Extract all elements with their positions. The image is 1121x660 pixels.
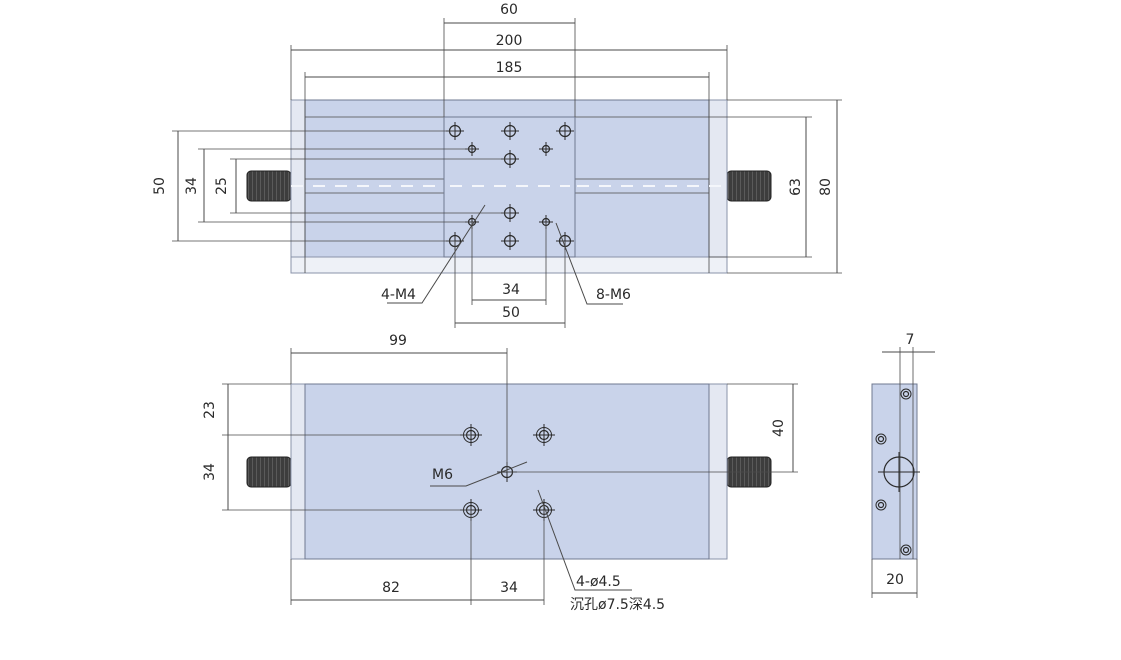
- dim-82: 82: [382, 580, 400, 596]
- m6-hole: [556, 122, 574, 140]
- m4-hole: [539, 142, 553, 156]
- dim-34-bottom: 34: [500, 580, 518, 596]
- dim-40-vertical: 40: [771, 419, 787, 437]
- bottom-view: 99 23 34 40 82 34 M6 4-ø4.5 沉孔ø7.5深4.5: [202, 333, 798, 613]
- callout-counterbore-count: 4-ø4.5: [576, 574, 621, 590]
- side-hole: [875, 499, 887, 511]
- dim-60: 60: [500, 2, 518, 18]
- dim-63-vertical: 63: [788, 178, 804, 196]
- left-knob: [246, 170, 292, 202]
- left-knob-bottom: [246, 456, 292, 488]
- dim-185: 185: [496, 60, 523, 76]
- top-base-lip: [290, 256, 728, 274]
- side-hole: [900, 388, 912, 400]
- dim-200: 200: [496, 33, 523, 49]
- dim-50-spacing: 50: [502, 305, 520, 321]
- dim-34-vertical-bottom: 34: [202, 463, 218, 481]
- m6-hole: [501, 232, 519, 250]
- counterbore-hole: [533, 424, 555, 446]
- callout-m6: M6: [432, 467, 453, 483]
- side-view: 7 20: [871, 332, 935, 598]
- top-view: 60 200 185 50 34 25 63 80: [152, 2, 842, 328]
- dim-23-vertical: 23: [202, 401, 218, 419]
- dim-34-spacing: 34: [502, 282, 520, 298]
- callout-8-m6: 8-M6: [596, 287, 631, 303]
- right-knob: [726, 170, 772, 202]
- side-shaft-hole: [878, 452, 920, 492]
- dim-34-vertical: 34: [184, 177, 200, 195]
- callout-4-m4: 4-M4: [381, 287, 416, 303]
- dim-99: 99: [389, 333, 407, 349]
- dim-25-vertical: 25: [214, 177, 230, 195]
- callout-counterbore-spec: 沉孔ø7.5深4.5: [570, 597, 665, 613]
- dim-80-vertical: 80: [818, 178, 834, 196]
- side-hole: [900, 544, 912, 556]
- dim-7: 7: [906, 332, 915, 348]
- side-hole: [875, 433, 887, 445]
- dim-50-vertical: 50: [152, 177, 168, 195]
- m6-hole: [501, 122, 519, 140]
- dim-20: 20: [886, 572, 904, 588]
